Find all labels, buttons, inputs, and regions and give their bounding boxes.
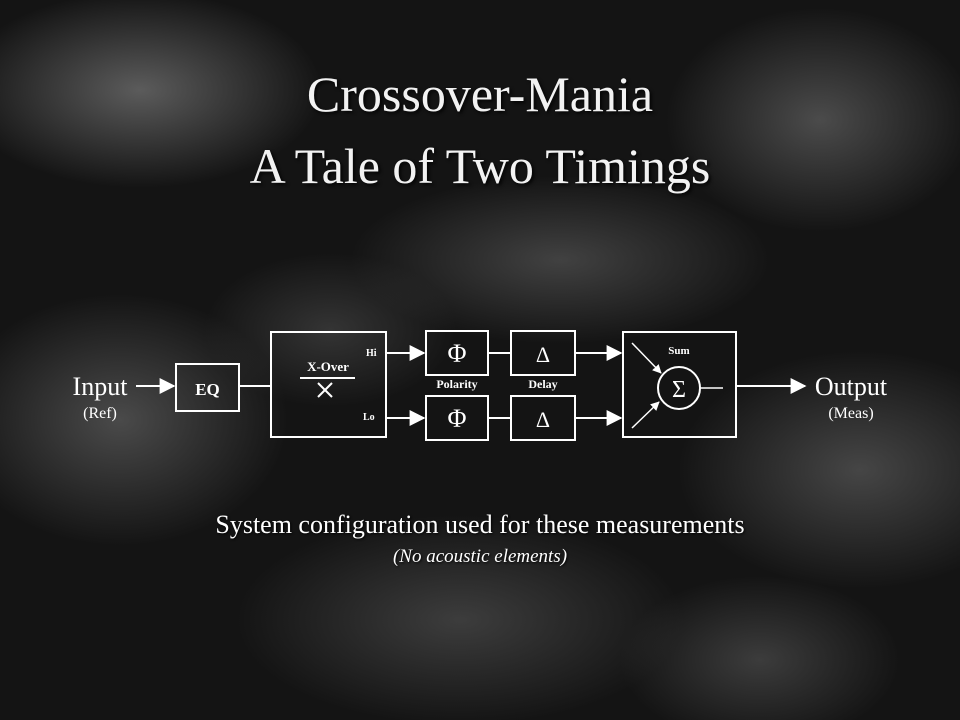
input-label: Input <box>73 372 129 401</box>
sum-box <box>622 331 737 438</box>
delay-symbol-lo: Δ <box>536 407 550 432</box>
hi-label: Hi <box>366 348 377 359</box>
xover-label: X-Over <box>307 359 349 374</box>
title-line-1: Crossover-Mania <box>306 66 654 122</box>
title-line-2: A Tale of Two Timings <box>249 138 711 194</box>
polarity-symbol-hi: Φ <box>447 339 466 368</box>
polarity-symbol-lo: Φ <box>447 404 466 433</box>
input-sub-label: (Ref) <box>83 405 117 422</box>
eq-box <box>175 363 240 412</box>
delay-symbol-hi: Δ <box>536 342 550 367</box>
xover-box <box>270 331 387 438</box>
sum-input-arrow-lo <box>631 401 660 429</box>
delay-label: Delay <box>528 377 557 391</box>
sum-input-arrow-hi <box>631 342 662 374</box>
sum-label: Sum <box>668 345 689 357</box>
xover-cross-icon-2 <box>317 382 333 398</box>
caption-main: System configuration used for these meas… <box>215 510 745 539</box>
output-sub-label: (Meas) <box>828 405 873 422</box>
caption-sub: (No acoustic elements) <box>392 546 568 567</box>
polarity-label: Polarity <box>436 377 477 391</box>
sum-symbol: Σ <box>672 377 686 403</box>
output-label: Output <box>815 372 888 401</box>
eq-label: EQ <box>195 380 220 399</box>
lo-label: Lo <box>363 412 375 423</box>
